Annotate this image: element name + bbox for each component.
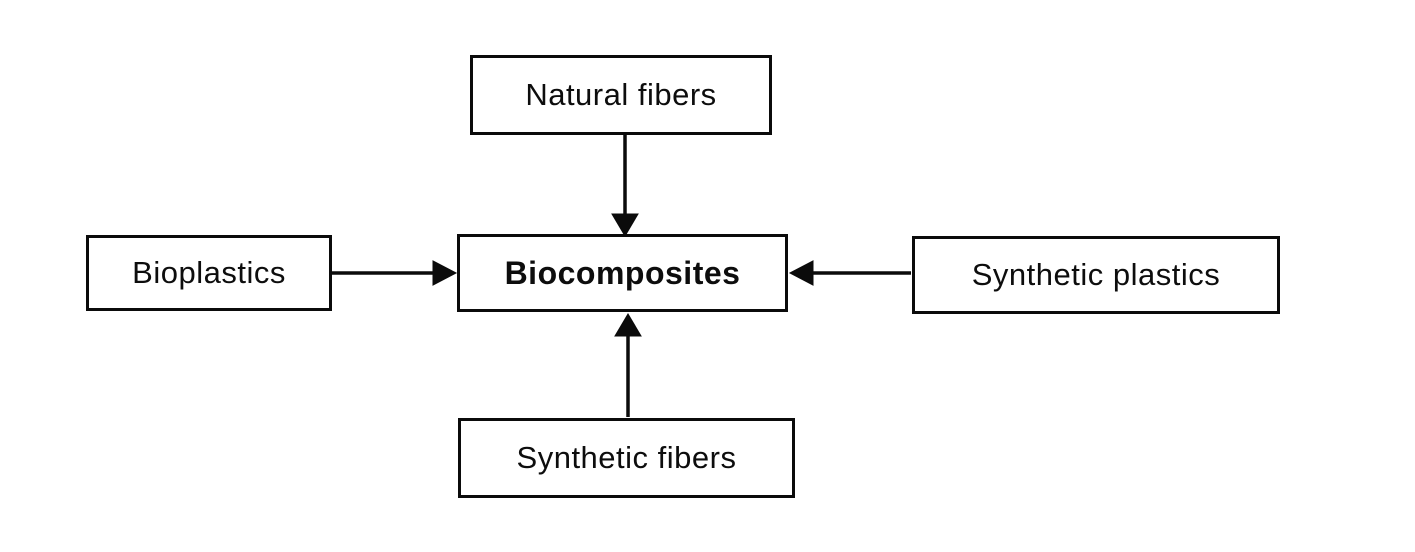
arrow-synthetic-fibers-to-biocomposites <box>614 313 642 417</box>
node-synthetic-plastics: Synthetic plastics <box>912 236 1280 314</box>
node-biocomposites-label: Biocomposites <box>504 254 741 291</box>
arrow-natural-fibers-to-biocomposites <box>611 135 639 237</box>
node-bioplastics: Bioplastics <box>86 235 332 311</box>
node-synthetic-fibers: Synthetic fibers <box>458 418 795 498</box>
node-synthetic-fibers-label: Synthetic fibers <box>516 440 737 475</box>
arrow-synthetic-plastics-to-biocomposites <box>788 260 911 286</box>
node-bioplastics-label: Bioplastics <box>132 255 286 290</box>
node-biocomposites: Biocomposites <box>457 234 788 312</box>
node-natural-fibers: Natural fibers <box>470 55 772 135</box>
node-synthetic-plastics-label: Synthetic plastics <box>971 257 1221 292</box>
node-natural-fibers-label: Natural fibers <box>525 77 717 112</box>
arrow-bioplastics-to-biocomposites <box>332 260 458 286</box>
